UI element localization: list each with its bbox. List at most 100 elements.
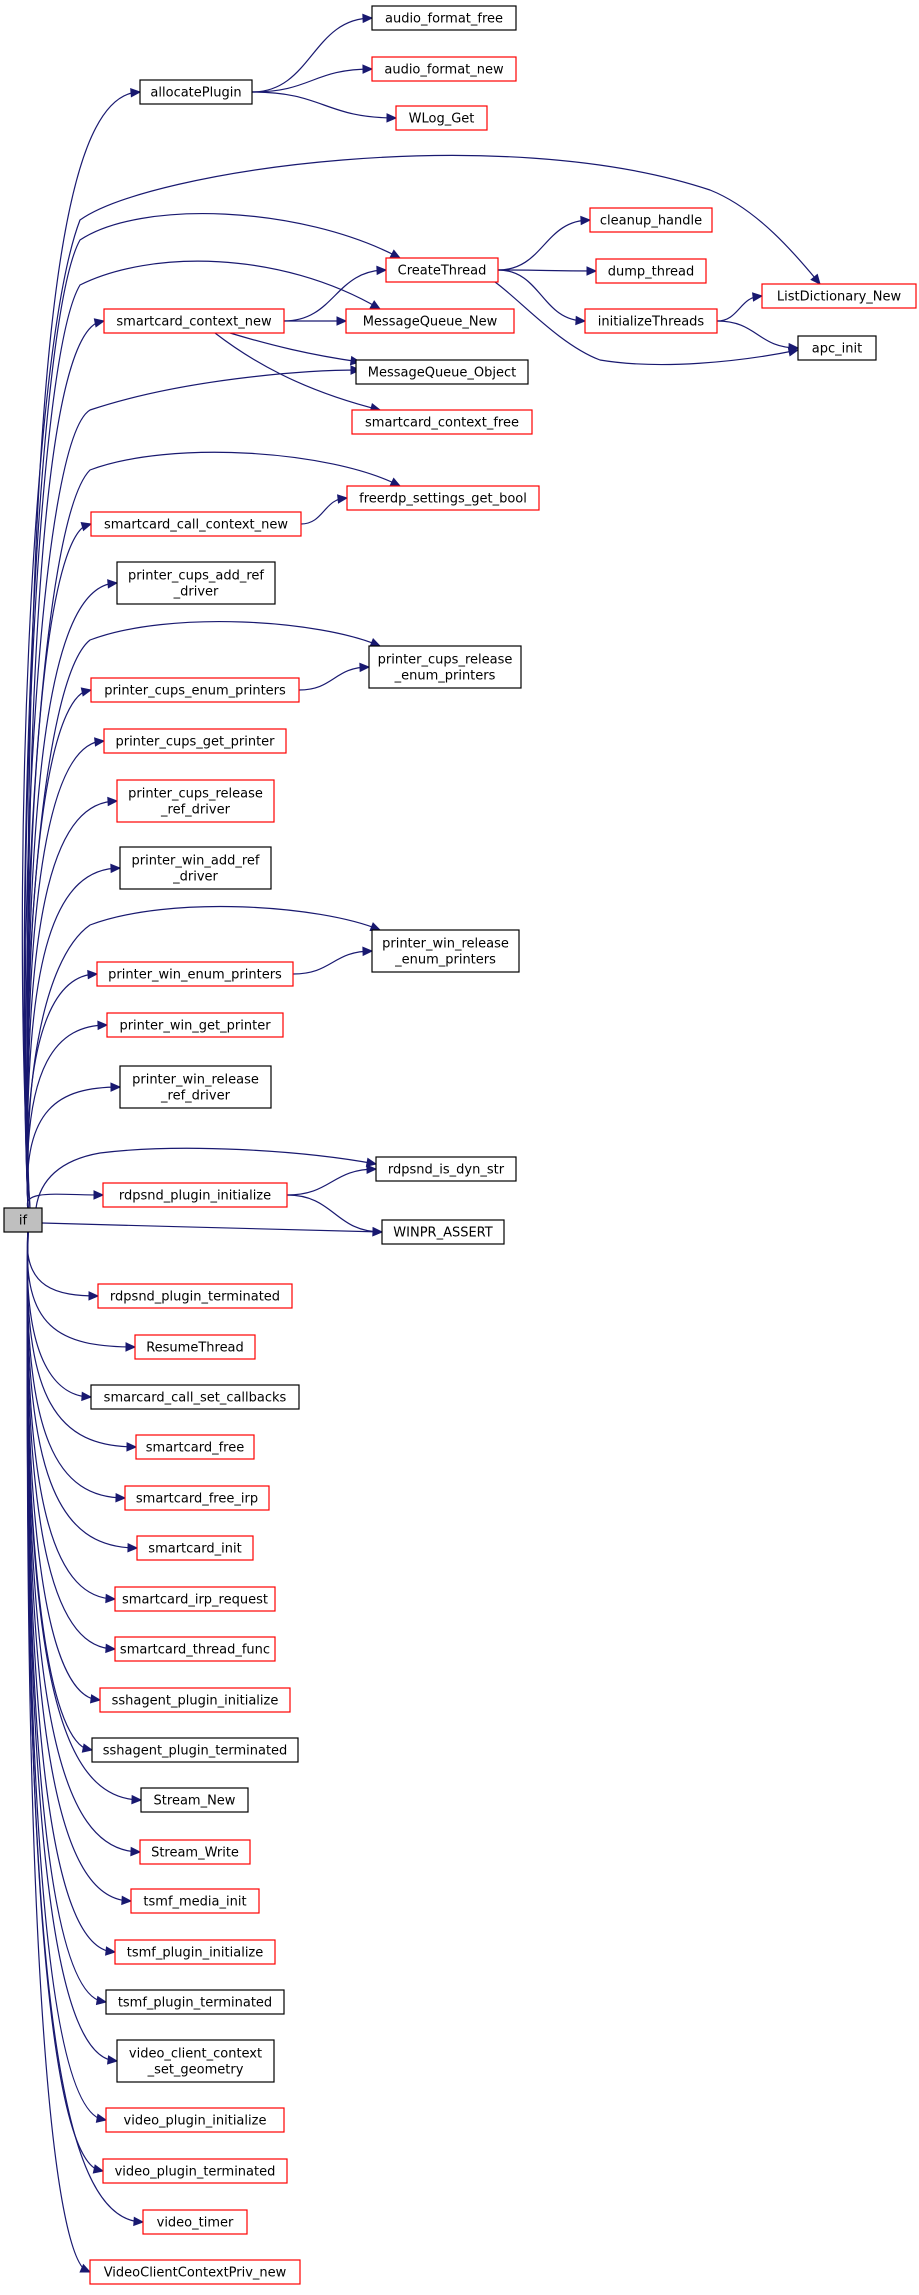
node-box[interactable] bbox=[346, 485, 540, 511]
node-printer_win_get_printer[interactable]: printer_win_get_printer bbox=[106, 1012, 284, 1038]
node-tsmf_plugin_initialize[interactable]: tsmf_plugin_initialize bbox=[114, 1939, 276, 1965]
node-if[interactable]: if bbox=[3, 1207, 43, 1233]
node-box[interactable] bbox=[355, 359, 529, 385]
node-box[interactable] bbox=[136, 1535, 254, 1561]
node-box[interactable] bbox=[584, 308, 718, 334]
node-box[interactable] bbox=[105, 1989, 285, 2015]
node-ResumeThread[interactable]: ResumeThread bbox=[134, 1334, 256, 1360]
node-rdpsnd_is_dyn_str[interactable]: rdpsnd_is_dyn_str bbox=[375, 1156, 517, 1182]
node-box[interactable] bbox=[595, 258, 707, 284]
node-box[interactable] bbox=[119, 846, 272, 890]
node-box[interactable] bbox=[116, 2039, 275, 2083]
node-printer_cups_add_ref_driver[interactable]: printer_cups_add_ref_driver bbox=[116, 561, 276, 605]
node-box[interactable] bbox=[96, 961, 294, 987]
node-smartcard_context_new[interactable]: smartcard_context_new bbox=[103, 308, 285, 334]
node-audio_format_new[interactable]: audio_format_new bbox=[371, 56, 517, 82]
node-video_timer[interactable]: video_timer bbox=[142, 2209, 248, 2235]
node-box[interactable] bbox=[385, 257, 499, 283]
node-video_client_context_set_geometry[interactable]: video_client_context_set_geometry bbox=[116, 2039, 275, 2083]
node-video_plugin_terminated[interactable]: video_plugin_terminated bbox=[102, 2158, 288, 2184]
node-tsmf_media_init[interactable]: tsmf_media_init bbox=[130, 1888, 260, 1914]
node-MessageQueue_New[interactable]: MessageQueue_New bbox=[345, 308, 515, 334]
node-box[interactable] bbox=[119, 1065, 272, 1109]
node-box[interactable] bbox=[761, 283, 917, 309]
node-ListDictionary_New[interactable]: ListDictionary_New bbox=[761, 283, 917, 309]
node-box[interactable] bbox=[381, 1219, 505, 1245]
node-box[interactable] bbox=[351, 409, 533, 435]
node-box[interactable] bbox=[114, 1939, 276, 1965]
node-box[interactable] bbox=[3, 1207, 43, 1233]
node-box[interactable] bbox=[124, 1485, 270, 1511]
node-printer_win_enum_printers[interactable]: printer_win_enum_printers bbox=[96, 961, 294, 987]
node-box[interactable] bbox=[97, 1283, 293, 1309]
node-box[interactable] bbox=[89, 2259, 301, 2285]
node-MessageQueue_Object[interactable]: MessageQueue_Object bbox=[355, 359, 529, 385]
node-smarcard_call_set_callbacks[interactable]: smarcard_call_set_callbacks bbox=[90, 1384, 300, 1410]
node-box[interactable] bbox=[105, 2107, 285, 2133]
node-printer_win_release_enum_printers[interactable]: printer_win_release_enum_printers bbox=[371, 929, 520, 973]
node-box[interactable] bbox=[140, 1787, 249, 1813]
node-box[interactable] bbox=[395, 105, 488, 131]
node-box[interactable] bbox=[135, 1434, 255, 1460]
node-box[interactable] bbox=[116, 779, 275, 823]
node-video_plugin_initialize[interactable]: video_plugin_initialize bbox=[105, 2107, 285, 2133]
node-box[interactable] bbox=[103, 308, 285, 334]
node-VideoClientContextPriv_new[interactable]: VideoClientContextPriv_new bbox=[89, 2259, 301, 2285]
node-smartcard_init[interactable]: smartcard_init bbox=[136, 1535, 254, 1561]
node-printer_win_add_ref_driver[interactable]: printer_win_add_ref_driver bbox=[119, 846, 272, 890]
node-box[interactable] bbox=[130, 1888, 260, 1914]
node-box[interactable] bbox=[139, 79, 253, 105]
node-tsmf_plugin_terminated[interactable]: tsmf_plugin_terminated bbox=[105, 1989, 285, 2015]
node-allocatePlugin[interactable]: allocatePlugin bbox=[139, 79, 253, 105]
node-box[interactable] bbox=[371, 5, 517, 31]
node-smartcard_thread_func[interactable]: smartcard_thread_func bbox=[114, 1636, 276, 1662]
node-box[interactable] bbox=[375, 1156, 517, 1182]
node-sshagent_plugin_terminated[interactable]: sshagent_plugin_terminated bbox=[91, 1737, 299, 1763]
node-box[interactable] bbox=[134, 1334, 256, 1360]
node-box[interactable] bbox=[90, 511, 302, 537]
node-box[interactable] bbox=[90, 677, 300, 703]
node-box[interactable] bbox=[116, 561, 276, 605]
node-CreateThread[interactable]: CreateThread bbox=[385, 257, 499, 283]
node-box[interactable] bbox=[371, 929, 520, 973]
node-apc_init[interactable]: apc_init bbox=[797, 335, 877, 361]
node-smartcard_context_free[interactable]: smartcard_context_free bbox=[351, 409, 533, 435]
node-box[interactable] bbox=[797, 335, 877, 361]
node-WLog_Get[interactable]: WLog_Get bbox=[395, 105, 488, 131]
node-printer_cups_enum_printers[interactable]: printer_cups_enum_printers bbox=[90, 677, 300, 703]
node-freerdp_settings_get_bool[interactable]: freerdp_settings_get_bool bbox=[346, 485, 540, 511]
node-initializeThreads[interactable]: initializeThreads bbox=[584, 308, 718, 334]
node-smartcard_free[interactable]: smartcard_free bbox=[135, 1434, 255, 1460]
node-printer_cups_release_enum_printers[interactable]: printer_cups_release_enum_printers bbox=[368, 645, 522, 689]
node-box[interactable] bbox=[103, 728, 287, 754]
node-box[interactable] bbox=[589, 207, 713, 233]
node-Stream_New[interactable]: Stream_New bbox=[140, 1787, 249, 1813]
node-box[interactable] bbox=[102, 1182, 288, 1208]
node-box[interactable] bbox=[114, 1636, 276, 1662]
node-rdpsnd_plugin_initialize[interactable]: rdpsnd_plugin_initialize bbox=[102, 1182, 288, 1208]
node-box[interactable] bbox=[371, 56, 517, 82]
node-box[interactable] bbox=[99, 1687, 291, 1713]
node-cleanup_handle[interactable]: cleanup_handle bbox=[589, 207, 713, 233]
node-WINPR_ASSERT[interactable]: WINPR_ASSERT bbox=[381, 1219, 505, 1245]
node-box[interactable] bbox=[106, 1012, 284, 1038]
node-smartcard_free_irp[interactable]: smartcard_free_irp bbox=[124, 1485, 270, 1511]
node-dump_thread[interactable]: dump_thread bbox=[595, 258, 707, 284]
node-box[interactable] bbox=[91, 1737, 299, 1763]
node-box[interactable] bbox=[139, 1839, 251, 1865]
node-printer_cups_get_printer[interactable]: printer_cups_get_printer bbox=[103, 728, 287, 754]
node-smartcard_call_context_new[interactable]: smartcard_call_context_new bbox=[90, 511, 302, 537]
node-box[interactable] bbox=[114, 1586, 276, 1612]
node-box[interactable] bbox=[102, 2158, 288, 2184]
node-audio_format_free[interactable]: audio_format_free bbox=[371, 5, 517, 31]
node-sshagent_plugin_initialize[interactable]: sshagent_plugin_initialize bbox=[99, 1687, 291, 1713]
node-box[interactable] bbox=[345, 308, 515, 334]
node-printer_win_release_ref_driver[interactable]: printer_win_release_ref_driver bbox=[119, 1065, 272, 1109]
node-box[interactable] bbox=[368, 645, 522, 689]
node-rdpsnd_plugin_terminated[interactable]: rdpsnd_plugin_terminated bbox=[97, 1283, 293, 1309]
node-box[interactable] bbox=[90, 1384, 300, 1410]
node-smartcard_irp_request[interactable]: smartcard_irp_request bbox=[114, 1586, 276, 1612]
node-box[interactable] bbox=[142, 2209, 248, 2235]
node-printer_cups_release_ref_driver[interactable]: printer_cups_release_ref_driver bbox=[116, 779, 275, 823]
node-Stream_Write[interactable]: Stream_Write bbox=[139, 1839, 251, 1865]
